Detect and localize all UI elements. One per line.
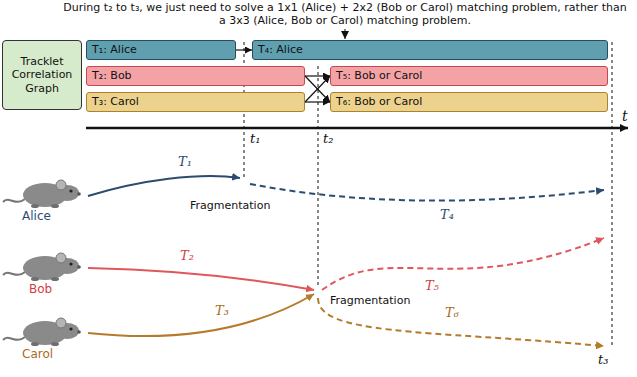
event-label: Fragmentation	[330, 294, 410, 307]
time-label: t₂	[323, 131, 333, 146]
time-label: t₃	[598, 352, 608, 367]
tracklet-box: T₂: Bob	[86, 66, 305, 86]
node-label: T₅: Bob or Carol	[336, 69, 602, 82]
node-label: Tracklet Correlation Graph	[8, 55, 76, 95]
tracklet-box: T₅: Bob or Carol	[330, 66, 608, 86]
time-marker-line	[612, 42, 613, 348]
graph-title-box: Tracklet Correlation Graph	[2, 40, 82, 110]
flow-arrow	[305, 76, 330, 102]
time-label: t₁	[250, 131, 260, 146]
rat-foot	[31, 342, 39, 346]
trajectory-solid	[88, 176, 240, 196]
animal-name: Alice	[22, 209, 51, 223]
flow-arrow	[305, 101, 330, 102]
rat-nose	[77, 192, 81, 196]
trajectory-solid	[88, 294, 314, 336]
rat-ear	[56, 180, 66, 190]
rat-foot	[51, 277, 59, 281]
node-label: T₃: Carol	[92, 95, 299, 108]
time-marker-line	[318, 66, 319, 285]
rat-tail	[3, 337, 25, 340]
rat-icon	[3, 318, 81, 346]
trajectory-label: T₆	[445, 305, 459, 320]
node-label: T₄: Alice	[258, 43, 602, 56]
rat-eye	[69, 262, 72, 265]
rat-eye	[69, 327, 72, 330]
event-label: Fragmentation	[190, 199, 270, 212]
rat-tail	[3, 199, 25, 202]
note-pointer	[345, 29, 346, 39]
trajectory-label: T₂	[180, 248, 194, 263]
flow-arrow	[305, 75, 330, 76]
rat-icon	[3, 253, 81, 281]
rat-eye	[69, 189, 72, 192]
rat-tail	[3, 272, 25, 275]
trajectory-dashed	[250, 184, 604, 201]
trajectory-label: T₄	[440, 207, 454, 222]
tracklet-box: T₆: Bob or Carol	[330, 92, 608, 112]
trajectory-label: T₃	[215, 303, 229, 318]
rat-nose	[77, 330, 81, 334]
time-axis	[86, 127, 628, 130]
tracklet-box: T₁: Alice	[86, 40, 236, 60]
node-label: T₆: Bob or Carol	[336, 95, 602, 108]
trajectory-dashed	[322, 238, 604, 290]
rat-foot	[51, 204, 59, 208]
flow-arrow	[305, 76, 330, 102]
tracklet-box: T₃: Carol	[86, 92, 305, 112]
node-label: T₂: Bob	[92, 69, 299, 82]
rat-nose	[77, 265, 81, 269]
trajectory-label: T₁	[178, 154, 192, 169]
rat-ear	[56, 318, 66, 328]
flow-arrow	[236, 49, 252, 50]
node-label: T₁: Alice	[92, 43, 230, 56]
rat-icon	[3, 180, 81, 208]
animal-name: Bob	[29, 282, 52, 296]
rat-foot	[31, 204, 39, 208]
axis-label: t	[622, 108, 628, 124]
tracklet-box: T₄: Alice	[252, 40, 608, 60]
rat-ear	[56, 253, 66, 263]
trajectory-solid	[88, 268, 314, 290]
rat-foot	[31, 277, 39, 281]
animal-name: Carol	[22, 347, 53, 361]
note-text: During t₂ to t₃, we just need to solve a…	[60, 1, 630, 27]
rat-foot	[51, 342, 59, 346]
trajectory-label: T₅	[425, 278, 439, 293]
